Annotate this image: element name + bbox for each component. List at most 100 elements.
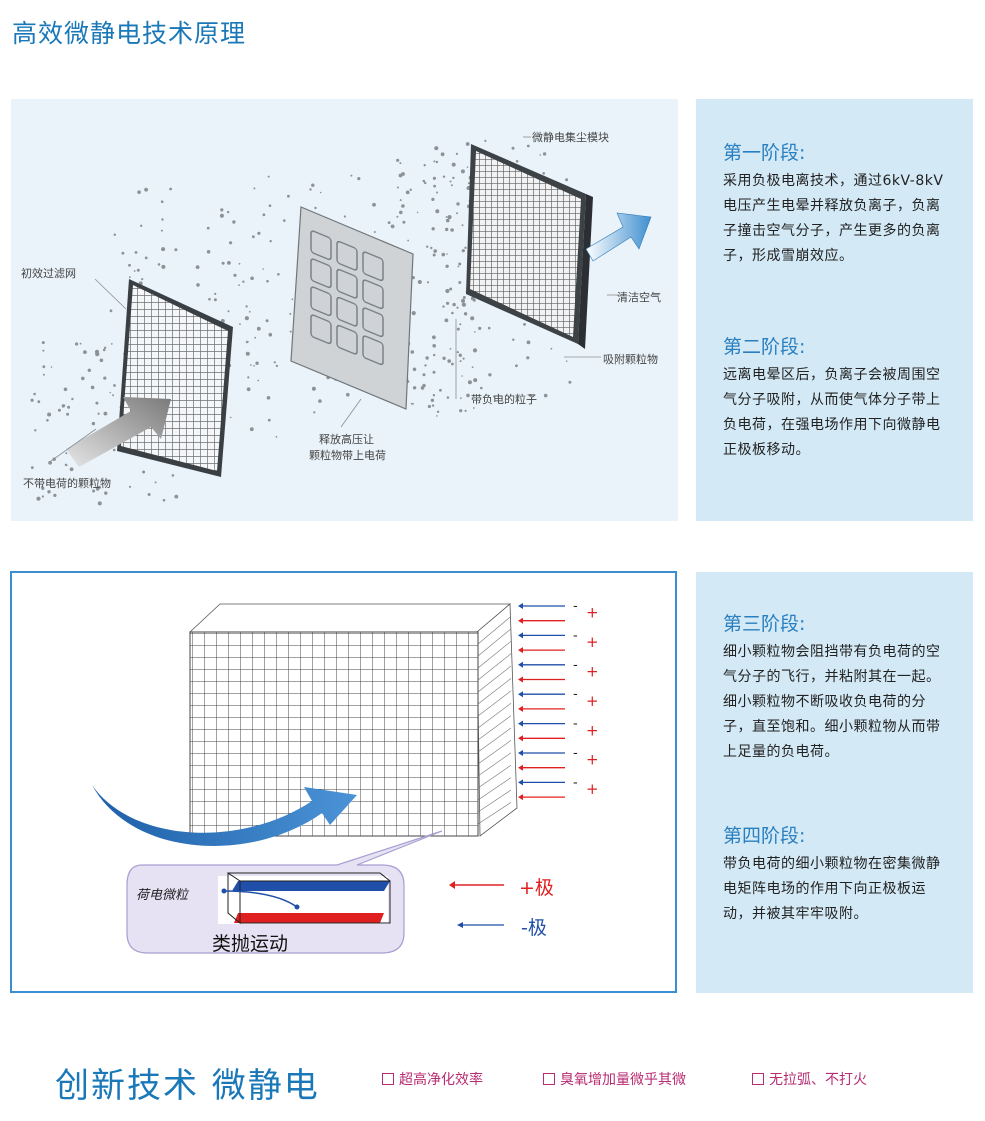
plus-sign: + bbox=[586, 633, 599, 651]
release-voltage-label-line2: 颗粒物带上电荷 bbox=[309, 449, 386, 462]
dust-dot bbox=[103, 346, 107, 349]
dust-dot bbox=[470, 316, 475, 321]
dust-dot bbox=[195, 265, 200, 269]
field-matrix-diagram: -+-+-+-+-+-+-+ bbox=[92, 599, 599, 954]
dust-dot bbox=[456, 327, 460, 331]
dust-dot bbox=[399, 199, 402, 202]
dust-dot bbox=[565, 178, 569, 182]
dust-dot bbox=[412, 386, 417, 390]
dust-dot bbox=[109, 391, 111, 394]
feature-label: 臭氧增加量微乎其微 bbox=[560, 1072, 686, 1088]
field-matrix-illustration: -+-+-+-+-+-+-+ 荷电微粒 类抛运动 +极 -极 bbox=[10, 571, 677, 993]
dust-dot bbox=[493, 395, 495, 398]
dust-dot bbox=[242, 280, 245, 283]
dust-dot bbox=[412, 367, 417, 372]
dust-dot bbox=[113, 233, 117, 236]
dust-dot bbox=[256, 326, 261, 331]
dust-dot bbox=[427, 404, 431, 409]
dust-dot bbox=[460, 397, 462, 399]
dust-dot bbox=[463, 312, 468, 316]
dust-dot bbox=[162, 498, 166, 502]
dust-dot bbox=[407, 239, 409, 242]
dust-dot bbox=[253, 365, 255, 367]
dust-dot bbox=[451, 311, 454, 315]
adsorbed-particles-label: 吸附颗粒物 bbox=[603, 353, 658, 366]
dust-dot bbox=[161, 264, 166, 269]
dust-dot bbox=[33, 392, 36, 396]
dust-dot bbox=[30, 466, 34, 469]
dust-dot bbox=[439, 388, 442, 392]
dust-dot bbox=[226, 210, 230, 214]
minus-sign: - bbox=[573, 687, 578, 702]
dust-dot bbox=[220, 208, 224, 212]
dust-dot bbox=[515, 364, 518, 368]
collector-module-label: 微静电集尘模块 bbox=[532, 131, 609, 144]
dust-dot bbox=[461, 302, 466, 307]
dust-dot bbox=[357, 177, 361, 181]
dust-dot bbox=[550, 347, 553, 350]
dust-dot bbox=[452, 176, 455, 180]
dust-dot bbox=[396, 186, 399, 189]
checkbox-icon bbox=[752, 1073, 764, 1085]
dust-dot bbox=[128, 263, 131, 267]
prefilter-mesh bbox=[121, 285, 228, 471]
dust-dot bbox=[459, 323, 462, 326]
dust-dot bbox=[245, 305, 248, 308]
feature-label: 超高净化效率 bbox=[399, 1072, 483, 1088]
dust-dot bbox=[405, 190, 410, 195]
dust-dot bbox=[103, 376, 107, 380]
dust-dot bbox=[422, 179, 426, 183]
parabolic-motion-label: 类抛运动 bbox=[212, 933, 289, 955]
dust-dot bbox=[319, 191, 322, 194]
dust-dot bbox=[450, 228, 454, 232]
charged-particle-label: 荷电微粒 bbox=[136, 888, 189, 903]
feature-label: 无拉弧、不打火 bbox=[769, 1072, 867, 1088]
dust-dot bbox=[248, 310, 251, 313]
minus-sign: - bbox=[573, 717, 578, 732]
dust-dot bbox=[87, 368, 92, 372]
stage-three: 第三阶段: 细小颗粒物会阻挡带有负电荷的空气分子的飞行，并粘附其在一起。细小颗粒… bbox=[723, 612, 953, 765]
dust-dot bbox=[268, 204, 272, 207]
dust-dot bbox=[402, 220, 406, 224]
dust-dot bbox=[42, 373, 45, 376]
dust-dot bbox=[174, 494, 179, 499]
dust-dot bbox=[112, 394, 115, 397]
dust-dot bbox=[430, 246, 433, 250]
release-voltage-label-line1: 释放高压让 bbox=[319, 433, 374, 446]
dust-dot bbox=[449, 348, 452, 350]
dust-dot bbox=[47, 490, 51, 494]
feature-item: 臭氧增加量微乎其微 bbox=[543, 1069, 686, 1089]
dust-dot bbox=[410, 350, 415, 354]
stage-two-title: 第二阶段: bbox=[723, 336, 806, 358]
dust-dot bbox=[267, 418, 271, 422]
dust-dot bbox=[456, 212, 458, 215]
dust-dot bbox=[291, 298, 294, 301]
dust-dot bbox=[97, 501, 102, 506]
dust-dot bbox=[401, 204, 405, 208]
minus-sign: - bbox=[573, 599, 578, 614]
dust-dot bbox=[346, 392, 350, 397]
dust-dot bbox=[515, 160, 519, 163]
dust-dot bbox=[399, 162, 402, 165]
feature-item: 超高净化效率 bbox=[382, 1069, 483, 1089]
dust-dot bbox=[94, 349, 100, 354]
dust-dot bbox=[229, 416, 232, 419]
dust-dot bbox=[452, 302, 456, 307]
dust-dot bbox=[266, 279, 269, 283]
collector-mesh bbox=[470, 151, 581, 337]
dust-dot bbox=[275, 435, 278, 438]
dust-dot bbox=[128, 276, 131, 279]
dust-dot bbox=[254, 336, 257, 339]
dust-dot bbox=[266, 396, 271, 400]
dust-dot bbox=[221, 261, 225, 265]
dust-dot bbox=[311, 386, 316, 391]
plus-sign: + bbox=[586, 604, 599, 622]
dust-dot bbox=[449, 287, 453, 291]
dust-dot bbox=[424, 181, 427, 185]
dust-dot bbox=[445, 264, 449, 268]
dust-dot bbox=[63, 404, 66, 407]
dust-dot bbox=[416, 211, 419, 214]
stage-two-text: 远离电晕区后，负离子会被周围空气分子吸附，从而使气体分子带上负电荷，在强电场作用… bbox=[723, 367, 941, 458]
dust-dot bbox=[372, 202, 376, 207]
dust-dot bbox=[424, 364, 427, 367]
